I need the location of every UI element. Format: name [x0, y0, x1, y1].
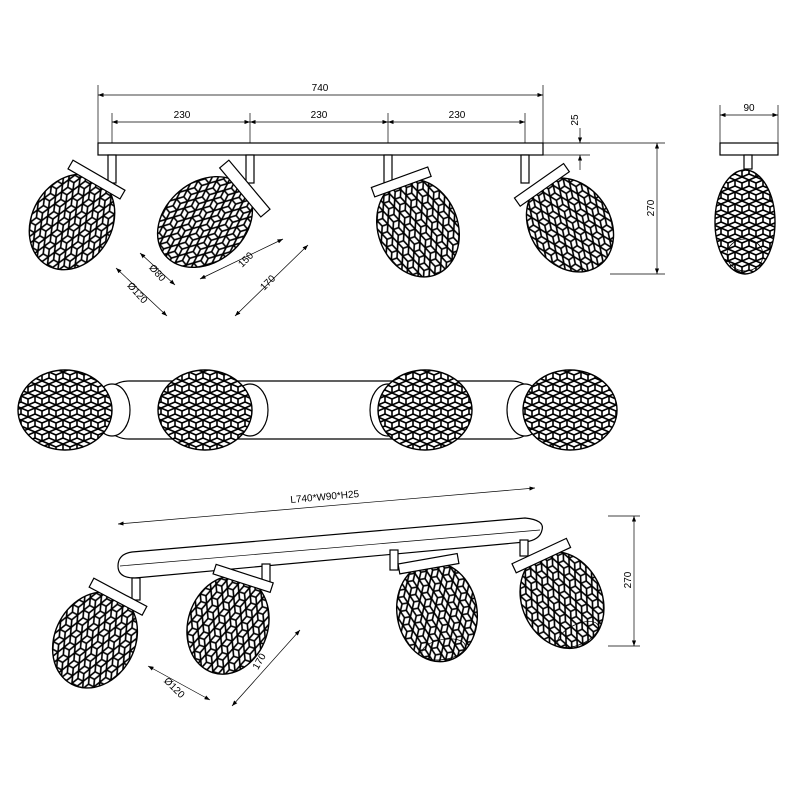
- dim-total-height: 270: [646, 199, 657, 216]
- mounting-bar: [97, 142, 544, 156]
- dim-outer-diameter: Ø120: [125, 281, 150, 307]
- spotlight-4: [513, 162, 615, 273]
- dim-bar-height: 25: [570, 114, 581, 126]
- spotlight-1: [28, 159, 126, 271]
- spotlight-3: [370, 166, 460, 278]
- dim-spacing-2: 230: [311, 110, 328, 121]
- dim-spacing-1: 230: [174, 110, 191, 121]
- spotlight-2: [156, 159, 271, 269]
- front-view: 740 230 230 230 25 270 Ø80 Ø120 150 170: [28, 83, 665, 317]
- dim-perspective-diameter: Ø120: [161, 676, 186, 701]
- top-view: [17, 369, 618, 451]
- dim-inner-diameter: Ø80: [146, 263, 167, 285]
- side-view: 90: [714, 103, 779, 275]
- dim-spacing-3: 230: [449, 110, 466, 121]
- dim-overall-length: 740: [312, 83, 329, 94]
- dim-product-size: L740*W90*H25: [290, 489, 360, 506]
- stems: [107, 154, 530, 184]
- perspective-view: L740*W90*H25 270 Ø120 170: [51, 486, 640, 707]
- dim-perspective-height: 270: [623, 571, 634, 588]
- dim-width: 90: [743, 103, 755, 114]
